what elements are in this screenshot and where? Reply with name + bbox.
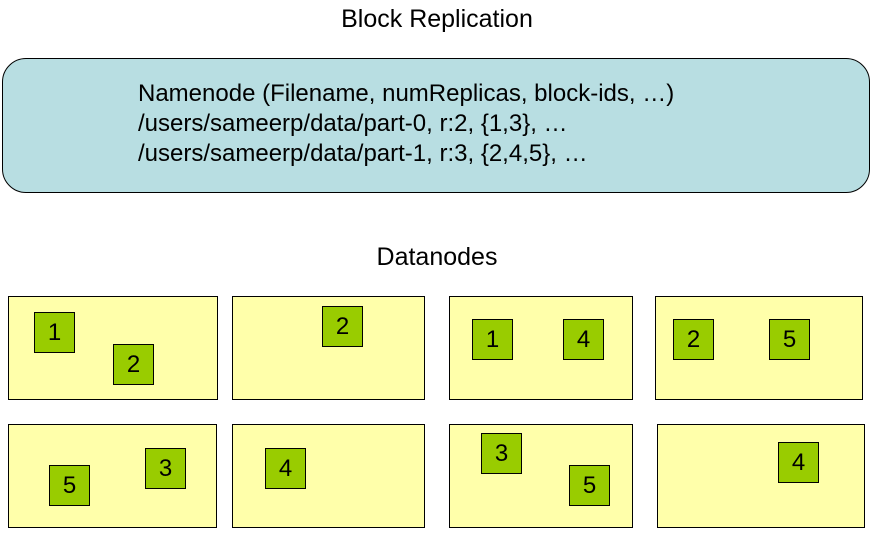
block-4: 4	[563, 319, 604, 360]
datanode-box: 2	[232, 296, 425, 400]
block-3: 3	[145, 448, 186, 489]
namenode-metadata: Namenode (Filename, numReplicas, block-i…	[138, 79, 674, 169]
namenode-box: Namenode (Filename, numReplicas, block-i…	[2, 58, 870, 193]
block-2: 2	[113, 344, 154, 385]
block-5: 5	[49, 465, 90, 506]
block-4: 4	[265, 448, 306, 489]
diagram-title: Block Replication	[341, 5, 533, 33]
namenode-file-entry-part1: /users/sameerp/data/part-1, r:3, {2,4,5}…	[138, 140, 588, 167]
block-3: 3	[481, 433, 522, 474]
block-1: 1	[34, 312, 75, 353]
block-5: 5	[569, 465, 610, 506]
block-2: 2	[673, 319, 714, 360]
block-2: 2	[322, 306, 363, 347]
block-4: 4	[778, 442, 819, 483]
datanode-box: 4	[657, 424, 865, 528]
datanode-box: 4	[232, 424, 425, 528]
block-5: 5	[769, 319, 810, 360]
datanodes-heading: Datanodes	[376, 243, 498, 271]
block-1: 1	[472, 319, 513, 360]
namenode-file-entry-part0: /users/sameerp/data/part-0, r:2, {1,3}, …	[138, 110, 568, 137]
namenode-header-line: Namenode (Filename, numReplicas, block-i…	[138, 80, 675, 107]
